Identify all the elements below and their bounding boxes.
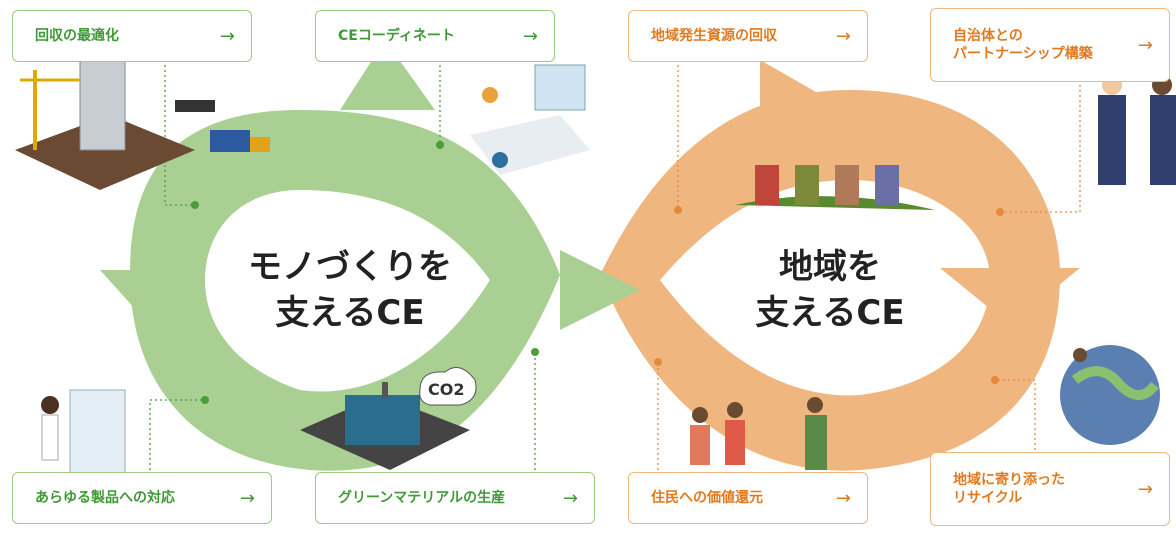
factory-illustration xyxy=(300,367,477,470)
arrow-right-icon: → xyxy=(239,487,255,509)
card-label: あらゆる製品への対応 xyxy=(35,489,175,506)
connector-dots xyxy=(191,141,1004,404)
card-municipal-partnership[interactable]: 自治体との パートナーシップ構築 → xyxy=(930,8,1170,82)
connectors xyxy=(149,65,536,470)
arrow-right-icon: → xyxy=(1137,478,1153,500)
recycle-bins-illustration xyxy=(735,165,935,210)
card-label: 地域発生資源の回収 xyxy=(651,27,777,44)
globe-illustration xyxy=(1060,345,1160,445)
arrow-right-icon: → xyxy=(835,25,851,47)
card-recovery-optimization[interactable]: 回収の最適化 → xyxy=(12,10,252,62)
lab-illustration xyxy=(41,389,126,476)
co2-label: CO2 xyxy=(428,380,465,399)
arrow-right-icon: → xyxy=(562,487,578,509)
card-label: 自治体との パートナーシップ構築 xyxy=(953,27,1093,62)
card-regional-resources[interactable]: 地域発生資源の回収 → xyxy=(628,10,868,62)
residents-illustration xyxy=(690,397,827,470)
arrow-right-icon: → xyxy=(522,25,538,47)
arrow-right-icon: → xyxy=(219,25,235,47)
right-cycle-title: 地域を 支えるCE xyxy=(755,247,905,333)
construction-illustration xyxy=(15,59,270,190)
card-resident-value[interactable]: 住民への価値還元 → xyxy=(628,472,868,524)
arrow-right-icon: → xyxy=(1137,34,1153,56)
card-label: 地域に寄り添った リサイクル xyxy=(953,471,1065,506)
card-all-products[interactable]: あらゆる製品への対応 → xyxy=(12,472,272,524)
card-label: 住民への価値還元 xyxy=(651,489,763,506)
connectors-orange xyxy=(657,65,1081,470)
card-green-material[interactable]: グリーンマテリアルの生産 → xyxy=(315,472,595,524)
right-cycle-loop xyxy=(560,60,1080,471)
card-label: 回収の最適化 xyxy=(35,27,119,44)
left-cycle-title: モノづくりを 支えるCE xyxy=(248,247,452,333)
card-ce-coordinate[interactable]: CEコーディネート → xyxy=(315,10,555,62)
card-label: CEコーディネート xyxy=(338,27,455,44)
arrow-right-icon: → xyxy=(835,487,851,509)
handshake-illustration xyxy=(1098,75,1176,185)
meeting-illustration xyxy=(470,64,590,175)
card-local-recycle[interactable]: 地域に寄り添った リサイクル → xyxy=(930,452,1170,526)
card-label: グリーンマテリアルの生産 xyxy=(338,489,506,506)
